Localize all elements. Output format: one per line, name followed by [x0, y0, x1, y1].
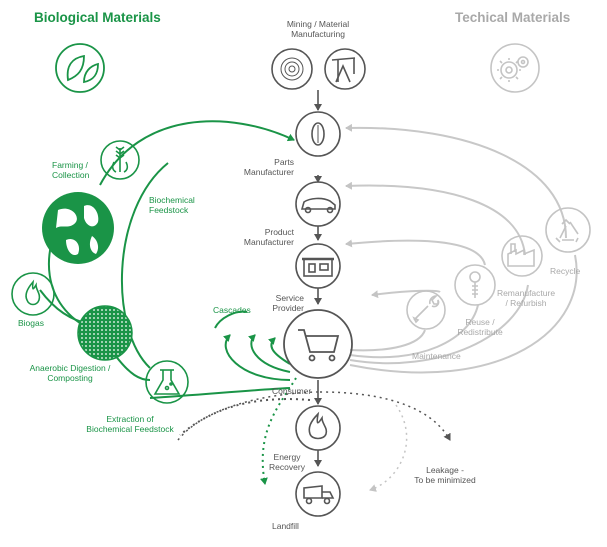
anaerobic-label: Anaerobic Digestion / Composting — [22, 363, 118, 383]
reman-label: Remanufacture / Refurbish — [496, 288, 556, 308]
extraction-label: Extraction of Biochemical Feedstock — [75, 414, 185, 434]
product-label-line2: Manufacturer — [243, 237, 294, 247]
wheel-icon — [295, 111, 341, 157]
service-label: Service Provider — [240, 293, 304, 313]
globe-icon — [42, 192, 114, 264]
farming-label-line1: Farming / — [52, 160, 88, 170]
service-label-line2: Provider — [272, 303, 304, 313]
service-label-line1: Service — [275, 293, 304, 303]
product-label: Product Manufacturer — [230, 227, 294, 247]
flame-icon — [295, 405, 341, 451]
reuse-label-line2: Redistribute — [457, 327, 503, 337]
anaerobic-label-line1: Anaerobic Digestion / — [29, 363, 111, 373]
parts-label-line2: Manufacturer — [243, 167, 294, 177]
energy-label-line2: Recovery — [269, 462, 305, 472]
mining-label-line2: Manufacturing — [291, 29, 345, 39]
mining-label: Mining / Material Manufacturing — [262, 19, 374, 39]
wheat-icon — [100, 140, 140, 180]
recycle-label: Recycle — [550, 266, 581, 276]
reman-label-line1: Remanufacture — [496, 288, 556, 298]
leakage-label-line1: Leakage - — [426, 465, 464, 475]
technical-materials-title: Techical Materials — [455, 10, 571, 25]
factory-icon — [501, 235, 543, 277]
car-icon — [295, 181, 341, 227]
feedstock-label: Biochemical Feedstock — [149, 195, 195, 215]
farming-label-line2: Collection — [52, 170, 90, 180]
parts-label-line1: Parts — [274, 157, 294, 167]
parts-label: Parts Manufacturer — [230, 157, 294, 177]
landfill-label: Landfill — [272, 521, 299, 531]
biogas-flame-icon — [11, 272, 55, 316]
feedstock-label-line1: Biochemical — [149, 195, 195, 205]
store-icon — [295, 243, 341, 289]
leaf-icon — [55, 43, 105, 93]
compost-icon — [77, 305, 133, 361]
cart-icon — [283, 309, 353, 379]
flask-icon — [145, 360, 189, 404]
oil-pump-icon — [324, 48, 366, 90]
reuse-label: Reuse / Redistribute — [452, 317, 508, 337]
leakage-arcs — [177, 391, 451, 492]
gears-icon — [490, 43, 540, 93]
extraction-label-line1: Extraction of — [106, 414, 154, 424]
wrench-icon — [406, 290, 446, 330]
consumer-label: Consumer — [272, 386, 312, 396]
screw-icon — [454, 264, 496, 306]
farming-label: Farming / Collection — [52, 160, 89, 180]
mining-label-line1: Mining / Material — [286, 19, 350, 29]
leakage-label: Leakage - To be minimized — [400, 465, 490, 485]
dump-truck-icon — [295, 471, 341, 517]
extraction-label-line2: Biochemical Feedstock — [86, 424, 174, 434]
reman-label-line2: / Refurbish — [505, 298, 547, 308]
biological-materials-title: Biological Materials — [34, 10, 161, 25]
maintenance-label: Maintenance — [412, 351, 461, 361]
recycle-icon — [545, 207, 591, 253]
product-label-line1: Product — [264, 227, 294, 237]
cascades-label: Cascades — [213, 305, 251, 315]
energy-label-line1: Energy — [273, 452, 301, 462]
feedstock-label-line2: Feedstock — [149, 205, 189, 215]
anaerobic-label-line2: Composting — [47, 373, 93, 383]
log-icon — [271, 48, 313, 90]
energy-label: Energy Recovery — [262, 452, 312, 472]
technical-loops — [345, 123, 578, 374]
biogas-label: Biogas — [18, 318, 44, 328]
leakage-label-line2: To be minimized — [414, 475, 476, 485]
reuse-label-line1: Reuse / — [465, 317, 495, 327]
